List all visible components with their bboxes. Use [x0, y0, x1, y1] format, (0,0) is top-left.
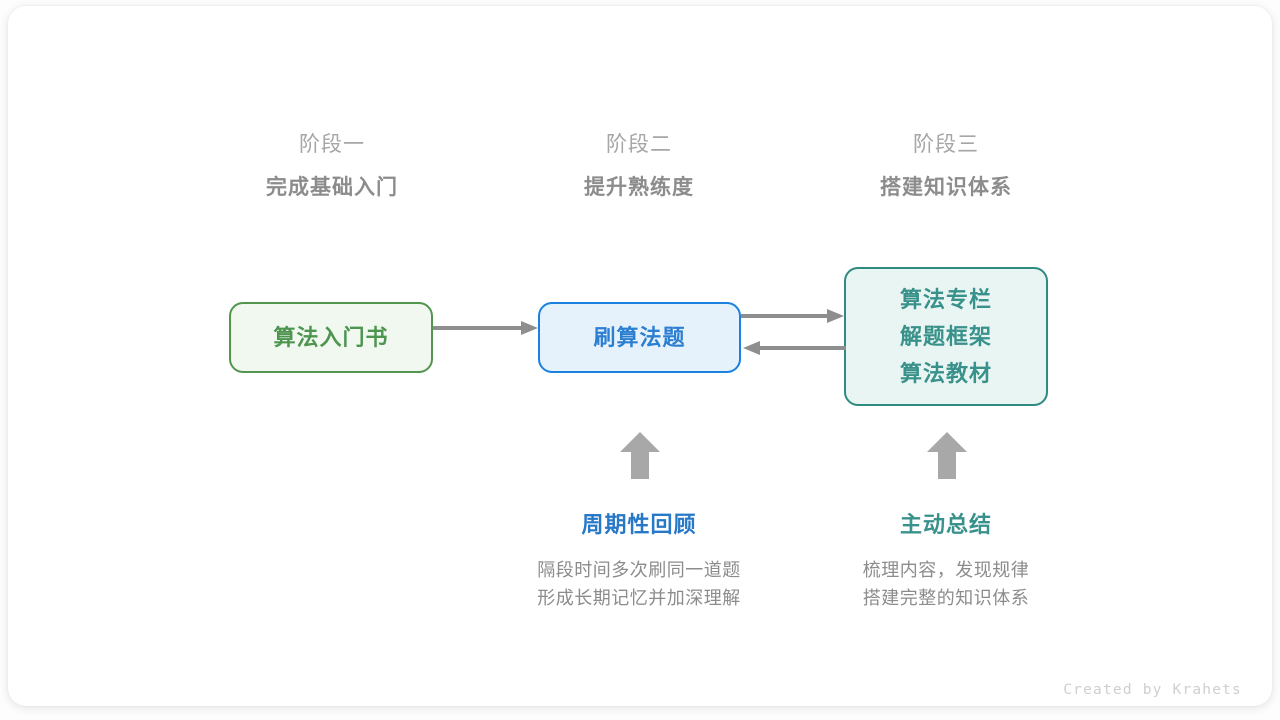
- stage-title: 搭建知识体系: [880, 176, 1012, 199]
- arrow-summary-up-icon: [927, 432, 967, 479]
- note-body: 梳理内容，发现规律 搭建完整的知识体系: [796, 556, 1096, 612]
- note-title: 主动总结: [899, 512, 992, 537]
- note-desc-line: 隔段时间多次刷同一道题: [537, 560, 741, 580]
- note-body: 隔段时间多次刷同一道题 形成长期记忆并加深理解: [489, 556, 789, 612]
- node-label: 算法入门书: [273, 325, 389, 350]
- stage-header-3: 阶段三 搭建知识体系: [816, 130, 1076, 204]
- stage-header-1: 阶段一 完成基础入门: [202, 130, 462, 204]
- node-learning-resources[interactable]: 算法专栏 解题框架 算法教材: [844, 267, 1048, 406]
- arrow-book-to-practice-icon: [433, 321, 538, 335]
- note-periodic-review: 周期性回顾 隔段时间多次刷同一道题 形成长期记忆并加深理解: [489, 508, 789, 612]
- note-desc-line: 搭建完整的知识体系: [862, 588, 1030, 608]
- arrow-review-up-icon: [620, 432, 660, 479]
- credit-text: Created by Krahets: [1063, 682, 1242, 698]
- note-title: 周期性回顾: [581, 512, 697, 537]
- node-label-1: 算法专栏: [899, 287, 992, 312]
- note-desc-line: 梳理内容，发现规律: [862, 560, 1030, 580]
- node-algorithm-intro-book[interactable]: 算法入门书: [229, 302, 433, 373]
- stage-number: 阶段二: [606, 133, 672, 156]
- note-active-summary: 主动总结 梳理内容，发现规律 搭建完整的知识体系: [796, 508, 1096, 612]
- arrow-practice-to-resources-icon: [741, 309, 844, 323]
- stage-title: 完成基础入门: [266, 176, 398, 199]
- node-label: 刷算法题: [593, 325, 686, 350]
- stage-header-2: 阶段二 提升熟练度: [509, 130, 769, 204]
- node-label-2: 解题框架: [899, 324, 992, 349]
- stage-number: 阶段三: [913, 133, 979, 156]
- note-desc-line: 形成长期记忆并加深理解: [537, 588, 741, 608]
- node-practice-problems[interactable]: 刷算法题: [538, 302, 741, 373]
- stage-number: 阶段一: [299, 133, 365, 156]
- arrow-resources-to-practice-icon: [743, 341, 846, 355]
- stage-title: 提升熟练度: [584, 176, 694, 199]
- node-label-3: 算法教材: [899, 361, 992, 386]
